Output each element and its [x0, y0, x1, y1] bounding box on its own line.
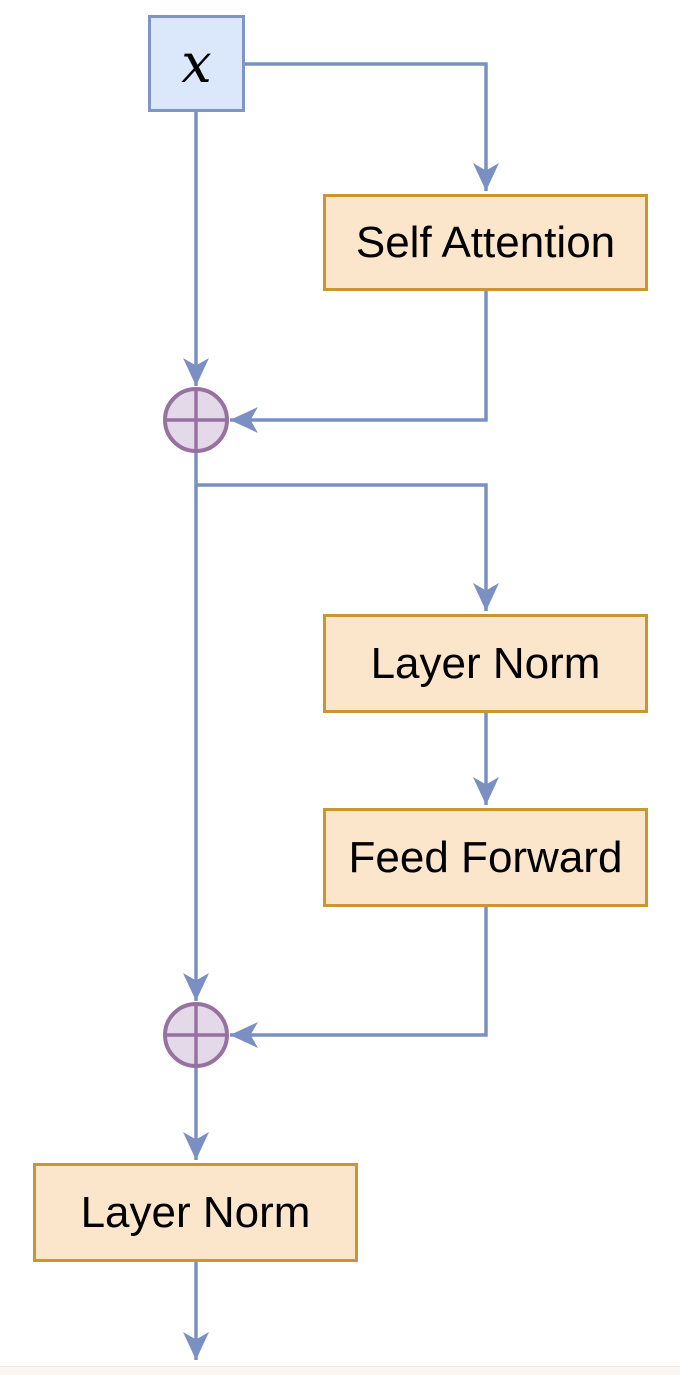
input-node: x	[148, 15, 245, 112]
layer-norm-bottom-node: Layer Norm	[33, 1163, 358, 1262]
self-attention-label: Self Attention	[355, 217, 616, 267]
self-attention-node: Self Attention	[323, 194, 648, 291]
edge-add1-to-layer-norm-1	[196, 483, 499, 611]
input-node-label: x	[181, 31, 212, 95]
edge-feed-forward-to-add2	[230, 907, 488, 1048]
add-node-2	[163, 1002, 229, 1068]
layer-norm-top-node: Layer Norm	[323, 614, 648, 713]
plus-cross	[165, 1004, 227, 1066]
add-node-1	[163, 387, 229, 453]
feed-forward-node: Feed Forward	[323, 808, 648, 907]
layer-norm-bottom-label: Layer Norm	[80, 1187, 311, 1237]
feed-forward-label: Feed Forward	[348, 832, 623, 882]
edge-input-to-self-attention	[245, 62, 499, 191]
edge-self-attention-to-add1	[230, 291, 488, 433]
plus-cross	[165, 389, 227, 451]
bottom-edge-strip	[0, 1366, 680, 1375]
layer-norm-top-label: Layer Norm	[370, 638, 601, 688]
